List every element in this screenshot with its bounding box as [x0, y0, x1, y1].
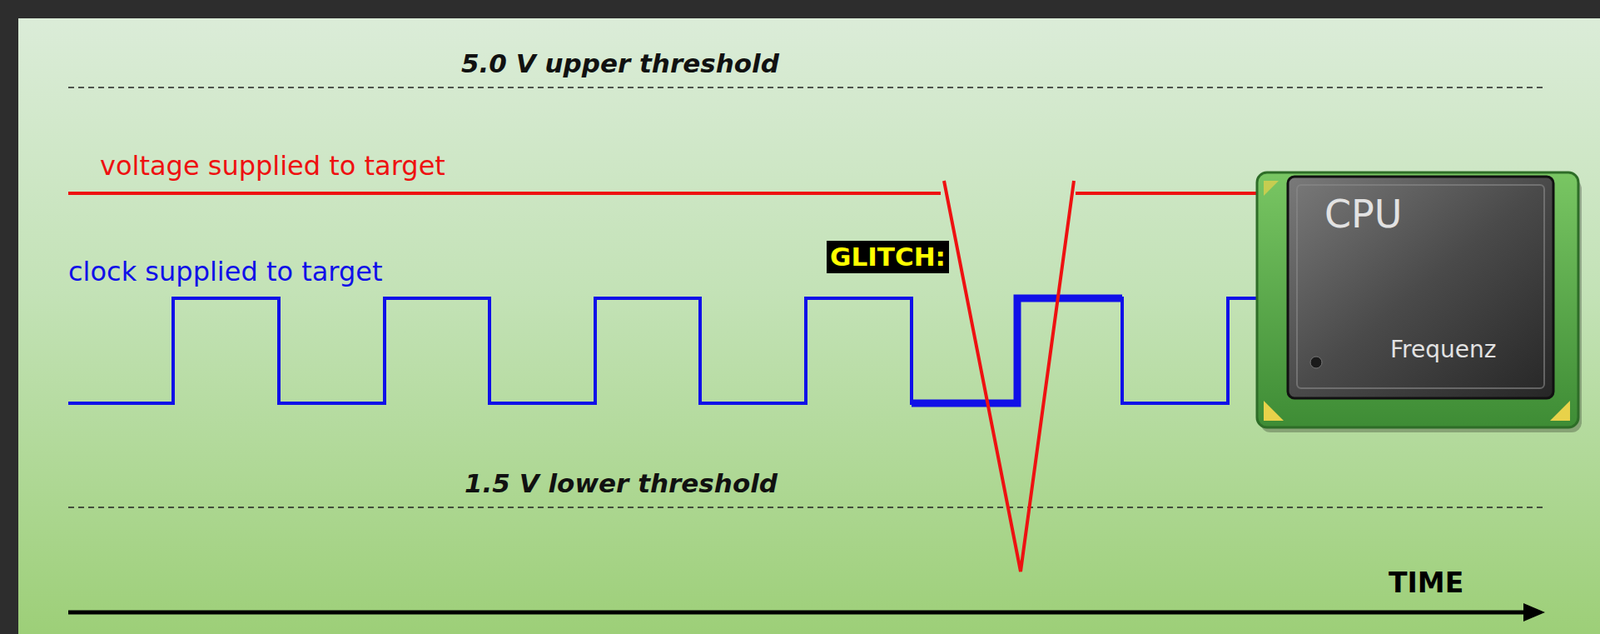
threshold-label: 1.5 V lower threshold	[464, 467, 778, 499]
glitched-clock-cycle	[911, 298, 1123, 403]
chip-label: CPU	[1324, 191, 1403, 238]
chip-brand: Frequenz	[1390, 335, 1496, 364]
axis-label: TIME	[1388, 566, 1464, 600]
voltage-line	[1075, 191, 1282, 195]
threshold-label: 5.0 V upper threshold	[461, 48, 780, 80]
upper-threshold-line	[68, 86, 1543, 89]
lower-threshold-line	[68, 506, 1543, 508]
clock-waveform	[68, 298, 1282, 403]
time-axis	[68, 610, 1529, 615]
signal-name: clock supplied to target	[68, 255, 383, 288]
cpu-chip: CPU Frequenz	[1255, 170, 1584, 434]
cpu-chip-graphic	[1255, 170, 1584, 434]
signal-name: voltage supplied to target	[99, 149, 446, 182]
time-arrowhead	[1523, 602, 1546, 622]
voltage-glitch	[944, 180, 1074, 572]
glitch-tag: GLITCH:	[826, 240, 950, 274]
voltage-line	[68, 191, 941, 195]
